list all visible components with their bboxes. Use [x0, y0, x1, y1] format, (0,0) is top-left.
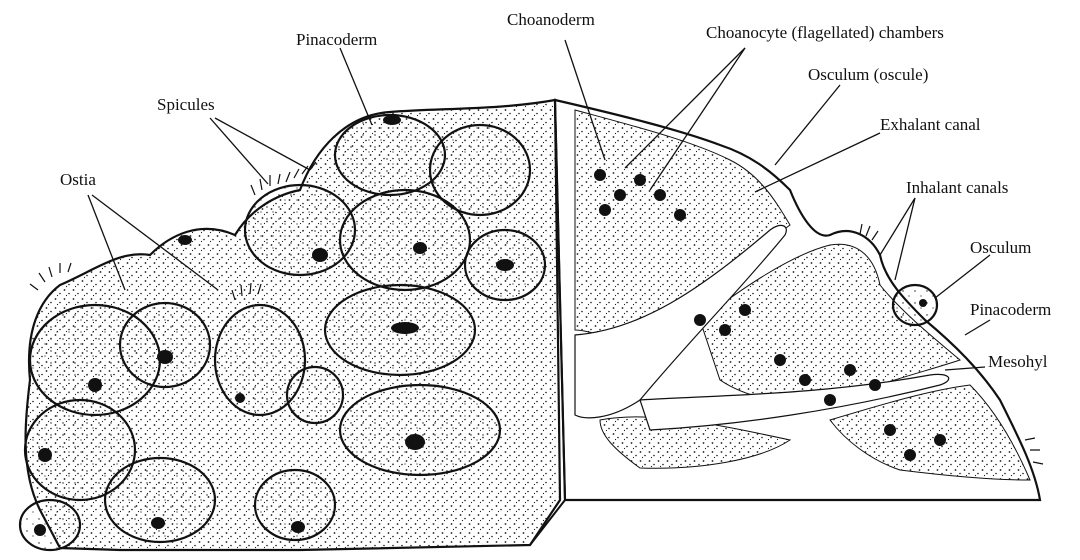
ostium-hole	[405, 434, 425, 450]
osculum-hole	[383, 115, 401, 125]
ostium-hole	[88, 378, 102, 392]
label-osculum: Osculum	[970, 238, 1031, 257]
label-inhalant-canals: Inhalant canals	[906, 178, 1008, 197]
leader-spicules-2	[215, 118, 310, 170]
label-mesohyl: Mesohyl	[988, 352, 1048, 371]
osculum-bump-hole	[919, 299, 927, 307]
leader-pinacoderm-top	[340, 48, 372, 125]
lobe	[430, 125, 530, 215]
label-osculum-oscule: Osculum (oscule)	[808, 65, 928, 84]
ostium-hole	[38, 448, 52, 462]
label-choanocyte-chambers: Choanocyte (flagellated) chambers	[706, 23, 944, 42]
ostium-hole	[178, 235, 192, 245]
leader-inhalant-2	[895, 198, 915, 280]
leader-pinacoderm-right	[965, 320, 990, 335]
ostium-hole	[413, 242, 427, 254]
label-spicules: Spicules	[157, 95, 215, 114]
lobe	[105, 458, 215, 542]
ostium-hole	[235, 393, 245, 403]
lobe	[120, 303, 210, 387]
lobe	[287, 367, 343, 423]
leader-spicules-1	[210, 118, 268, 184]
ostium-hole	[151, 517, 165, 529]
osculum-bump	[893, 285, 937, 325]
leader-exhalant	[755, 133, 880, 192]
leader-osculum	[935, 255, 990, 298]
lobe	[340, 385, 500, 475]
lobe	[245, 185, 355, 275]
leader-inhalant-1	[880, 198, 915, 255]
ostium-hole	[291, 521, 305, 533]
ostium-hole	[312, 248, 328, 262]
ostium-hole	[391, 322, 419, 334]
label-pinacoderm-right: Pinacoderm	[970, 300, 1051, 319]
ostium-hole	[34, 524, 46, 536]
lobe	[335, 115, 445, 195]
cross-section	[530, 100, 1040, 545]
label-ostia: Ostia	[60, 170, 96, 189]
label-choanoderm: Choanoderm	[507, 10, 595, 29]
leader-osculum-oscule	[775, 85, 840, 165]
label-exhalant-canal: Exhalant canal	[880, 115, 981, 134]
ostium-hole	[157, 350, 173, 364]
ostium-hole	[496, 259, 514, 271]
lobe	[20, 500, 80, 550]
label-pinacoderm-top: Pinacoderm	[296, 30, 377, 49]
